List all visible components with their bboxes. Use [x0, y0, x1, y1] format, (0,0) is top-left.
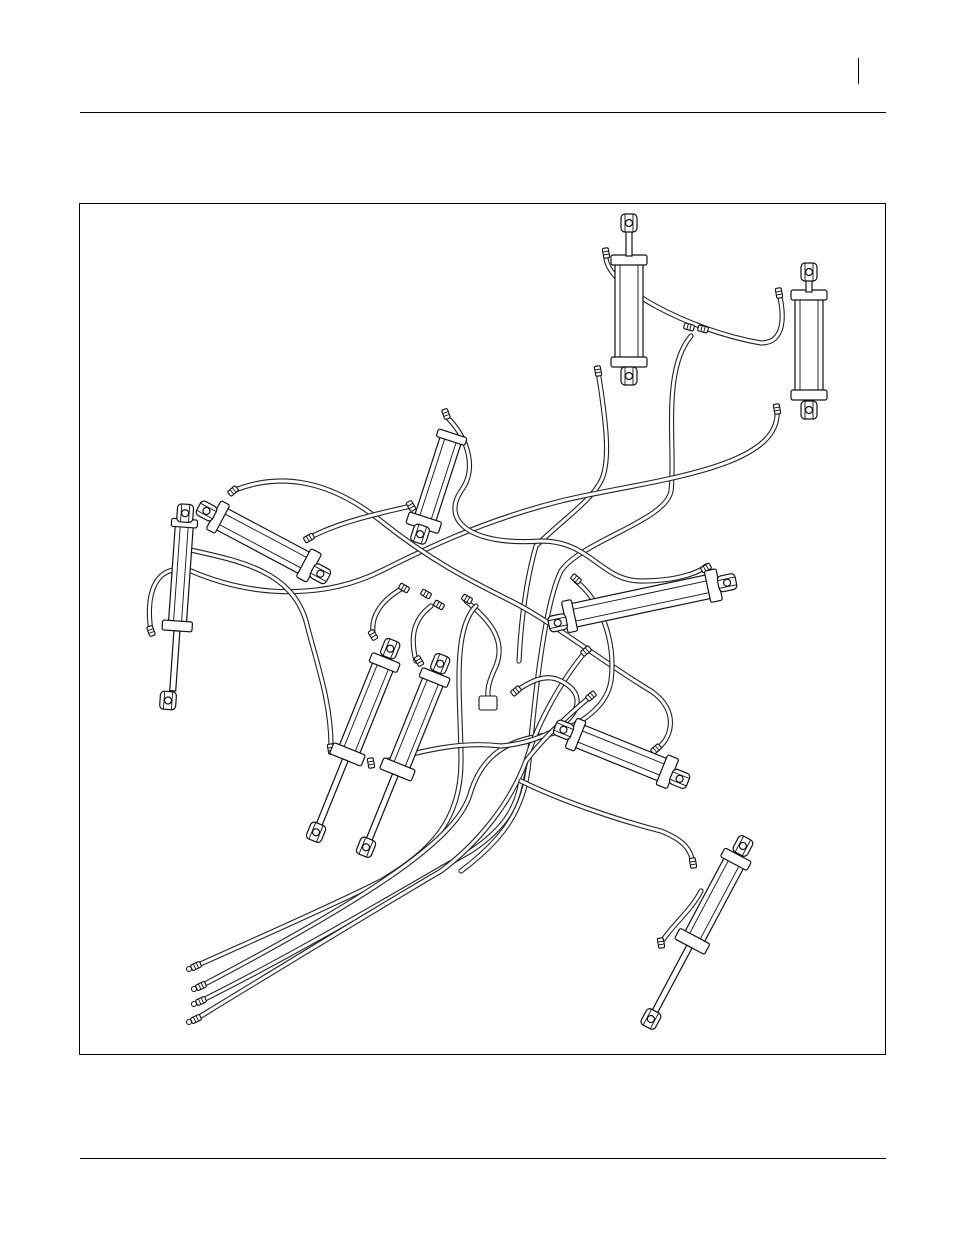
cylinder-center-pair-a: [297, 634, 409, 847]
cylinder-left-vertical: [156, 503, 200, 711]
cylinder-top-right-a: [611, 214, 647, 385]
cylinder-bottom-right: [632, 830, 762, 1035]
cylinder-upper-center: [401, 428, 469, 548]
hose-group: [149, 253, 782, 1019]
cylinder-top-right-b: [791, 263, 827, 419]
header-rule: [80, 112, 886, 113]
footer-rule: [80, 1158, 886, 1159]
cylinder-left-horizontal: [191, 493, 337, 591]
hydraulic-diagram-figure: [79, 203, 886, 1055]
page-number-marker: [858, 58, 859, 84]
hydraulic-diagram-svg: [80, 204, 885, 1054]
manifold-block: [479, 696, 497, 710]
